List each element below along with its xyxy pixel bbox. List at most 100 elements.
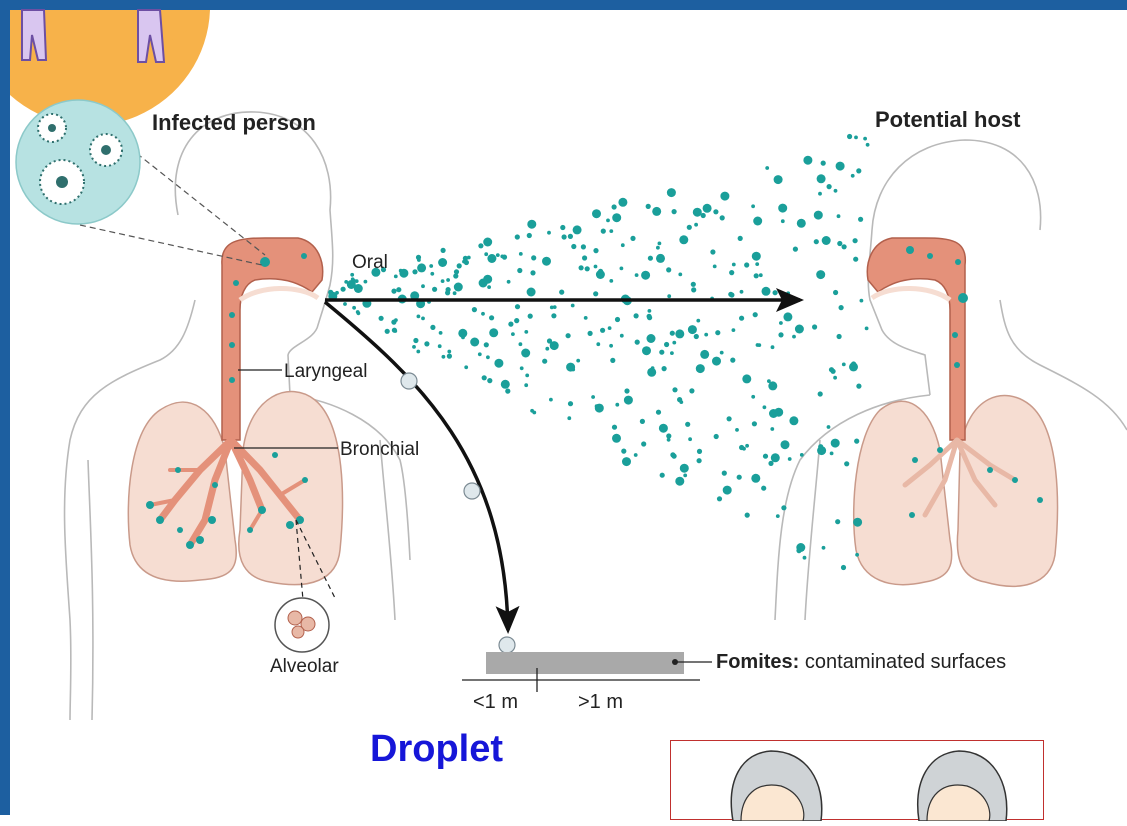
infected-person-label: Infected person	[152, 110, 316, 135]
droplet-dot	[729, 292, 734, 297]
droplet-spray	[328, 134, 869, 570]
droplet-dot	[771, 345, 775, 349]
droplet-dot	[588, 331, 593, 336]
droplet-dot	[704, 333, 708, 337]
droplet-dot	[860, 299, 864, 303]
droplet-dot	[786, 291, 790, 295]
droplet-dot	[379, 316, 384, 321]
droplet-dot	[430, 325, 435, 330]
bronchial-label: Bronchial	[340, 439, 419, 460]
droplet-dot	[685, 422, 690, 427]
droplet-dot	[697, 458, 702, 463]
droplet-dot	[500, 255, 504, 259]
droplet-dot	[662, 366, 667, 371]
droplet-dot	[818, 444, 823, 449]
droplet-dot	[593, 291, 598, 296]
droplet-dot	[527, 233, 532, 238]
droplet-dot	[723, 486, 732, 495]
droplet-dot	[527, 288, 536, 297]
droplet-dot	[647, 334, 656, 343]
droplet-dot	[854, 439, 859, 444]
droplet-dot	[454, 269, 459, 274]
droplet-dot	[635, 273, 639, 277]
droplet-dot	[822, 236, 831, 245]
droplet-dot	[745, 513, 750, 518]
droplet-dot	[441, 248, 446, 253]
droplet-dot	[519, 342, 523, 346]
droplet-dot	[441, 279, 445, 283]
droplet-dot	[742, 374, 751, 383]
droplet-dot	[774, 175, 783, 184]
droplet-dot	[622, 457, 631, 466]
frame-left-bar	[0, 0, 10, 815]
droplet-dot	[445, 290, 450, 295]
droplet-dot	[592, 209, 601, 218]
droplet-dot	[688, 437, 692, 441]
droplet-dot	[735, 428, 739, 432]
droplet-dot	[478, 243, 483, 248]
droplet-dot	[421, 317, 425, 321]
droplet-dot	[609, 279, 613, 283]
droplet-dot	[658, 242, 662, 246]
droplet-dot	[812, 324, 817, 329]
droplet-dot	[484, 342, 489, 347]
droplet-dot	[416, 255, 421, 260]
droplet-dot	[487, 378, 492, 383]
droplet-dot	[816, 270, 825, 279]
droplet-dot	[679, 235, 688, 244]
droplet-dot	[489, 315, 494, 320]
droplet-dot	[600, 328, 605, 333]
droplet-dot	[595, 404, 599, 408]
droplet-dot	[489, 328, 498, 337]
droplet-dot	[394, 275, 398, 279]
droplet-dot	[831, 439, 840, 448]
droplet-dot	[754, 273, 759, 278]
droplet-dot	[641, 441, 646, 446]
droplet-dot	[715, 330, 720, 335]
droplet-dot	[694, 223, 698, 227]
droplet-dot	[722, 471, 727, 476]
droplet-dot	[713, 209, 718, 214]
droplet-dot	[514, 318, 519, 323]
droplet-dot	[424, 341, 429, 346]
droplet-dot	[803, 556, 807, 560]
droplet-dot	[399, 269, 403, 273]
droplet-dot	[343, 302, 347, 306]
droplet-dot	[508, 322, 513, 327]
droplet-dot	[739, 316, 744, 321]
droplet-dot	[635, 340, 640, 345]
droplet-dot	[757, 343, 761, 347]
droplet-dot	[328, 290, 333, 295]
droplet-dot	[630, 236, 635, 241]
droplet-dot	[842, 244, 847, 249]
droplet-dot	[571, 304, 575, 308]
droplet-dot	[751, 204, 755, 208]
droplet-dot	[530, 409, 534, 413]
droplet-dot	[837, 241, 842, 246]
droplet-dot	[814, 239, 819, 244]
droplet-dot	[818, 391, 823, 396]
droplet-dot	[467, 256, 471, 260]
droplet-dot	[739, 445, 744, 450]
droplet-dot	[796, 543, 805, 552]
droplet-dot	[352, 306, 356, 310]
droplet-dot	[601, 229, 606, 234]
droplet-dot	[693, 208, 702, 217]
droplet-dot	[453, 291, 457, 295]
droplet-dot	[821, 161, 826, 166]
droplet-dot	[634, 453, 638, 457]
droplet-dot	[670, 351, 674, 355]
fomites-description: contaminated surfaces	[799, 651, 1006, 673]
droplet-dot	[830, 452, 834, 456]
droplet-dot	[672, 387, 677, 392]
droplet-dot	[778, 204, 787, 213]
droplet-dot	[751, 395, 755, 399]
droplet-dot	[745, 444, 749, 448]
droplet-dot	[392, 328, 397, 333]
droplet-dot	[710, 249, 715, 254]
droplet-dot	[608, 326, 612, 330]
droplet-dot	[688, 325, 697, 334]
droplet-dot	[667, 188, 676, 197]
droplet-dot	[763, 405, 767, 409]
droplet-dot	[438, 258, 447, 267]
